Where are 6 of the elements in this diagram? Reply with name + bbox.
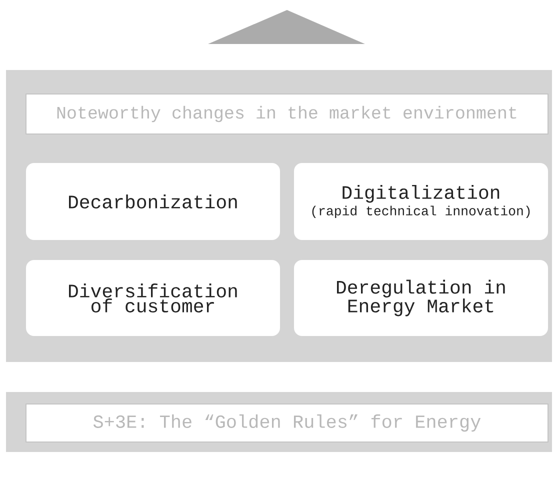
topic-card: Deregulation in Energy Market [294,260,548,336]
heading-box: S+3E: The “Golden Rules” for Energy [26,404,548,442]
topic-card: Diversification of customer [26,260,280,336]
heading-box: Noteworthy changes in the market environment [26,94,548,134]
topic-card: Digitalization (rapid technical innovation) [294,163,548,240]
topic-card: Decarbonization [26,163,280,240]
